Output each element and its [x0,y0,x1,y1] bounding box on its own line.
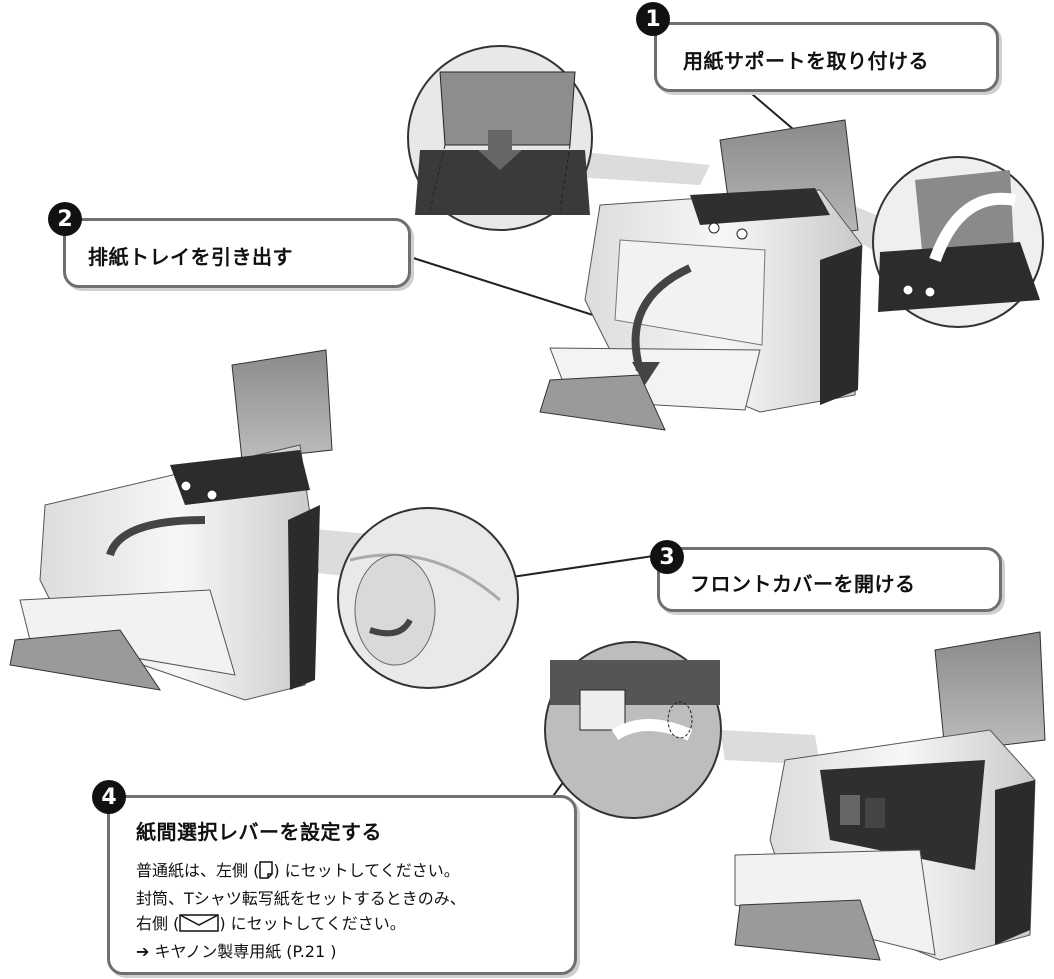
step-3-number-badge: 3 [650,540,684,574]
inset-paper-support [407,45,593,231]
step-1-label: 用紙サポートを取り付ける [683,49,929,73]
printer-bottom-right [734,631,1046,961]
printer-top-right [539,119,863,431]
printer-middle-left [9,349,333,701]
note-line-1: 普通紙は、左側 ( ) にセットしてください。 [136,858,466,886]
inset-front-cover [337,507,519,689]
step-4-notes: 普通紙は、左側 ( ) にセットしてください。 封筒、Tシャツ転写紙をセットすると… [136,858,466,964]
step-3-callout: フロントカバーを開ける [657,547,1002,612]
right-arrow-icon: ➔ [136,942,150,961]
note-line-3-start: 右側 ( [136,914,180,933]
step-3-label: フロントカバーを開ける [690,572,916,596]
step-4-callout: 紙間選択レバーを設定する 普通紙は、左側 ( ) にセットしてください。 封筒、T… [107,795,577,975]
single-sheet-icon [259,861,274,886]
step-4-number-badge: 4 [92,780,126,814]
step-4-label: 紙間選択レバーを設定する [136,820,382,844]
inset-paper-thickness-lever [544,641,722,819]
inset-support-flap [872,156,1044,328]
reference-link[interactable]: キヤノン製専用紙 (P.21 ) [154,942,337,961]
note-line-4: ➔ キヤノン製専用紙 (P.21 ) [136,939,466,964]
envelope-icon [179,914,220,939]
note-line-1-start: 普通紙は、左側 ( [136,861,260,880]
step-1-number-badge: 1 [636,2,670,36]
note-line-3: 右側 ( ) にセットしてください。 [136,911,466,939]
step-1-callout: 用紙サポートを取り付ける [654,22,999,92]
step-2-number-badge: 2 [48,202,82,236]
step-2-callout: 排紙トレイを引き出す [63,218,411,288]
note-line-2: 封筒、Tシャツ転写紙をセットするときのみ、 [136,889,466,908]
note-line-1-end: ) にセットしてください。 [273,861,460,880]
step-2-label: 排紙トレイを引き出す [88,245,293,269]
note-line-3-end: ) にセットしてください。 [219,914,406,933]
